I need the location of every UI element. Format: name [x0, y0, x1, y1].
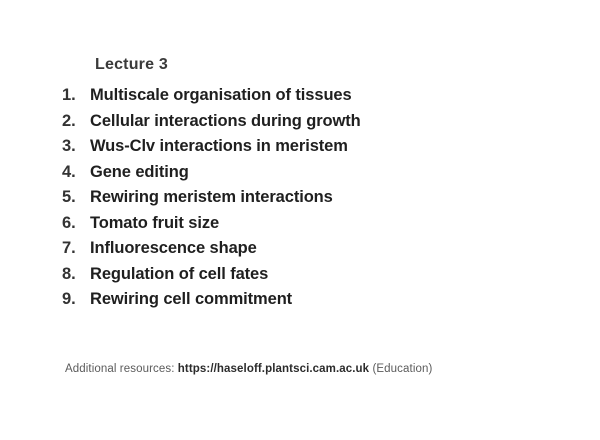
list-item: 3. Wus-Clv interactions in meristem	[62, 137, 361, 163]
list-item-number: 6.	[62, 213, 76, 232]
list-item-number: 7.	[62, 239, 76, 257]
resource-url-link[interactable]: https://haseloff.plantsci.cam.ac.uk	[177, 363, 370, 375]
footer-suffix-label: (Education)	[369, 363, 433, 375]
list-item-number: 2.	[62, 111, 76, 130]
list-item-number: 3.	[62, 137, 76, 155]
footer-prefix-label: Additional resources:	[65, 363, 178, 375]
list-item: 2. Cellular interactions during growth	[62, 112, 361, 138]
list-item: 8. Regulation of cell fates	[62, 265, 361, 291]
list-item-label: Regulation of cell fates	[90, 264, 269, 283]
additional-resources-note: Additional resources: https://haseloff.p…	[65, 363, 432, 375]
list-item: 4. Gene editing	[62, 163, 361, 189]
list-item-label: Gene editing	[90, 162, 189, 181]
list-item-number: 9.	[62, 290, 76, 308]
list-item-label: Tomato fruit size	[90, 213, 220, 232]
list-item-number: 4.	[62, 162, 76, 181]
list-item: 7. Influorescence shape	[62, 239, 361, 265]
list-item: 1. Multiscale organisation of tissues	[62, 86, 361, 112]
lecture-topic-list: 1. Multiscale organisation of tissues 2.…	[62, 86, 361, 316]
list-item: 5. Rewiring meristem interactions	[62, 188, 361, 214]
list-item-label: Cellular interactions during growth	[90, 111, 361, 130]
list-item-label: Wus-Clv interactions in meristem	[90, 137, 348, 155]
page-title: Lecture 3	[95, 56, 168, 73]
list-item-label: Multiscale organisation of tissues	[90, 86, 352, 104]
list-item-number: 1.	[62, 86, 76, 104]
list-item-label: Influorescence shape	[90, 239, 257, 257]
list-item: 9. Rewiring cell commitment	[62, 290, 361, 316]
list-item-label: Rewiring cell commitment	[90, 290, 293, 308]
list-item-number: 5.	[62, 188, 76, 206]
list-item-label: Rewiring meristem interactions	[90, 188, 333, 206]
list-item: 6. Tomato fruit size	[62, 214, 361, 240]
list-item-number: 8.	[62, 264, 76, 283]
